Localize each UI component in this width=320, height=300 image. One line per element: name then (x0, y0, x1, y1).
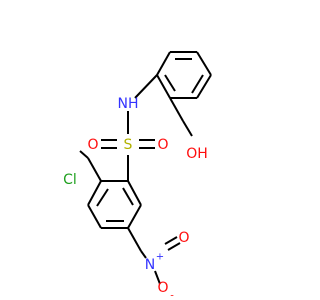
bond (87, 157, 102, 182)
nh-label: NH (118, 96, 139, 112)
bond (140, 250, 147, 259)
bond (127, 227, 142, 252)
bond (164, 74, 176, 92)
bond (191, 74, 204, 94)
bond (154, 270, 161, 285)
nitro-nitrogen-label: N (145, 257, 155, 273)
bond (79, 150, 89, 159)
bond (127, 204, 142, 229)
positive-charge: + (156, 252, 164, 263)
nitro-oxygen-top-label: O (178, 230, 189, 246)
bond (96, 188, 109, 207)
bond (169, 97, 184, 122)
bond (164, 236, 178, 245)
bond (127, 180, 142, 206)
bond (156, 51, 171, 76)
sulfur-label: S (124, 137, 133, 153)
bond (134, 74, 158, 99)
bond (167, 242, 181, 251)
bond (196, 51, 212, 76)
bond (122, 187, 134, 206)
nitrobenzene-ring (87, 180, 142, 229)
oxygen-left-label: O (87, 137, 98, 153)
bond (87, 180, 102, 206)
bond (182, 120, 193, 137)
bond (87, 204, 102, 229)
nitro-oxygen-bottom-label: O (157, 280, 168, 296)
phenol-ring (156, 51, 212, 99)
oh-label: OH (186, 146, 208, 162)
negative-charge: - (170, 291, 174, 300)
bond (196, 74, 212, 99)
molecule-structure: NH OH S O O Cl N + O O - (63, 51, 212, 300)
chlorine-label: Cl (63, 172, 77, 188)
oxygen-right-label: O (157, 137, 168, 153)
bond (156, 74, 171, 99)
